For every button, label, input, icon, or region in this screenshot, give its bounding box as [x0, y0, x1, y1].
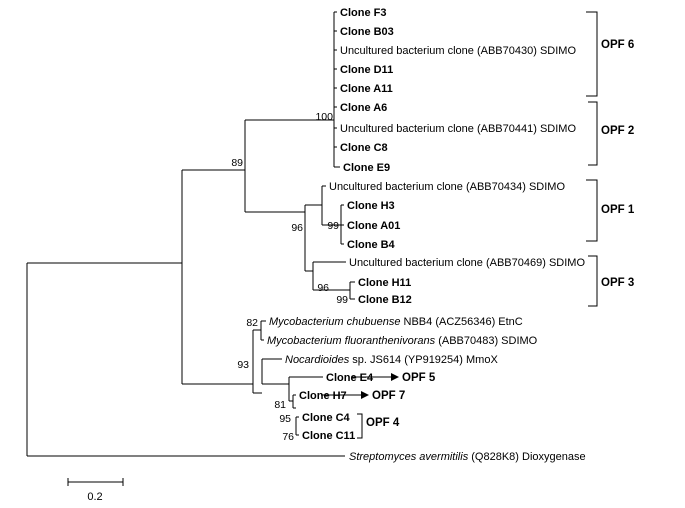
bootstrap-93: 93: [237, 359, 249, 371]
bracket-opf1: [586, 179, 598, 242]
bootstrap-89: 89: [231, 157, 243, 169]
bootstrap-81: 81: [274, 399, 286, 411]
leaf-clone-c8: Clone C8: [340, 142, 388, 154]
leaf-streptomyces-avermitilis: Streptomyces avermitilis (Q828K8) Dioxyg…: [349, 451, 586, 463]
leaf-clone-e4: Clone E4: [326, 372, 374, 384]
leaf-clone-c11: Clone C11: [302, 430, 355, 442]
label-opf4: OPF 4: [366, 417, 400, 429]
bootstrap-99-opf1: 99: [327, 220, 339, 232]
label-opf1: OPF 1: [601, 204, 635, 216]
bracket-opf3: [588, 255, 598, 307]
bracket-opf2: [588, 101, 598, 166]
label-opf6: OPF 6: [601, 39, 634, 51]
leaf-clone-a6: Clone A6: [340, 102, 387, 114]
bootstrap-100: 100: [315, 111, 333, 123]
leaf-mycobacterium-chubuense: Mycobacterium chubuense NBB4 (ACZ56346) …: [269, 316, 523, 328]
leaf-abb70434: Uncultured bacterium clone (ABB70434) SD…: [329, 181, 565, 193]
label-opf3: OPF 3: [601, 277, 634, 289]
tree-branches: [26, 11, 355, 457]
bootstrap-values: 100 89 99 96 96 99 82 93 81 95 76: [231, 111, 348, 443]
leaf-clone-e9: Clone E9: [343, 162, 390, 174]
leaf-clone-b12: Clone B12: [358, 294, 412, 306]
leaf-nocardioides: Nocardioides sp. JS614 (YP919254) MmoX: [285, 354, 498, 366]
leaf-clone-a11: Clone A11: [340, 83, 393, 95]
leaf-clone-h3: Clone H3: [347, 200, 395, 212]
leaf-clone-d11: Clone D11: [340, 64, 393, 76]
leaf-clone-b03: Clone B03: [340, 26, 394, 38]
leaf-clone-b4: Clone B4: [347, 239, 396, 251]
bootstrap-82: 82: [246, 317, 258, 329]
label-opf7: OPF 7: [372, 390, 405, 402]
leaf-clone-a01: Clone A01: [347, 220, 400, 232]
scale-bar-label: 0.2: [87, 491, 102, 503]
bootstrap-76: 76: [282, 431, 294, 443]
leaf-abb70469: Uncultured bacterium clone (ABB70469) SD…: [349, 257, 585, 269]
bootstrap-96-upper: 96: [291, 222, 303, 234]
bootstrap-96-opf3: 96: [317, 282, 329, 294]
leaf-abb70441: Uncultured bacterium clone (ABB70441) SD…: [340, 123, 576, 135]
group-brackets: OPF 6 OPF 2 OPF 1 OPF 3 OPF 4 OPF 5 OPF …: [321, 11, 635, 439]
leaf-clone-c4: Clone C4: [302, 412, 351, 424]
leaf-clone-h7: Clone H7: [299, 390, 347, 402]
bracket-opf4: [357, 413, 363, 439]
leaf-labels: Clone F3 Clone B03 Uncultured bacterium …: [267, 7, 586, 463]
label-opf5: OPF 5: [402, 372, 436, 384]
label-opf2: OPF 2: [601, 125, 634, 137]
bootstrap-95: 95: [279, 413, 291, 425]
bootstrap-99-opf3: 99: [336, 294, 348, 306]
leaf-mycobacterium-fluoranthenivorans: Mycobacterium fluoranthenivorans (ABB704…: [267, 335, 538, 347]
leaf-clone-f3: Clone F3: [340, 7, 386, 19]
leaf-clone-h11: Clone H11: [358, 277, 411, 289]
bracket-opf6: [586, 11, 598, 97]
scale-bar: 0.2: [67, 478, 124, 503]
leaf-abb70430: Uncultured bacterium clone (ABB70430) SD…: [340, 45, 576, 57]
